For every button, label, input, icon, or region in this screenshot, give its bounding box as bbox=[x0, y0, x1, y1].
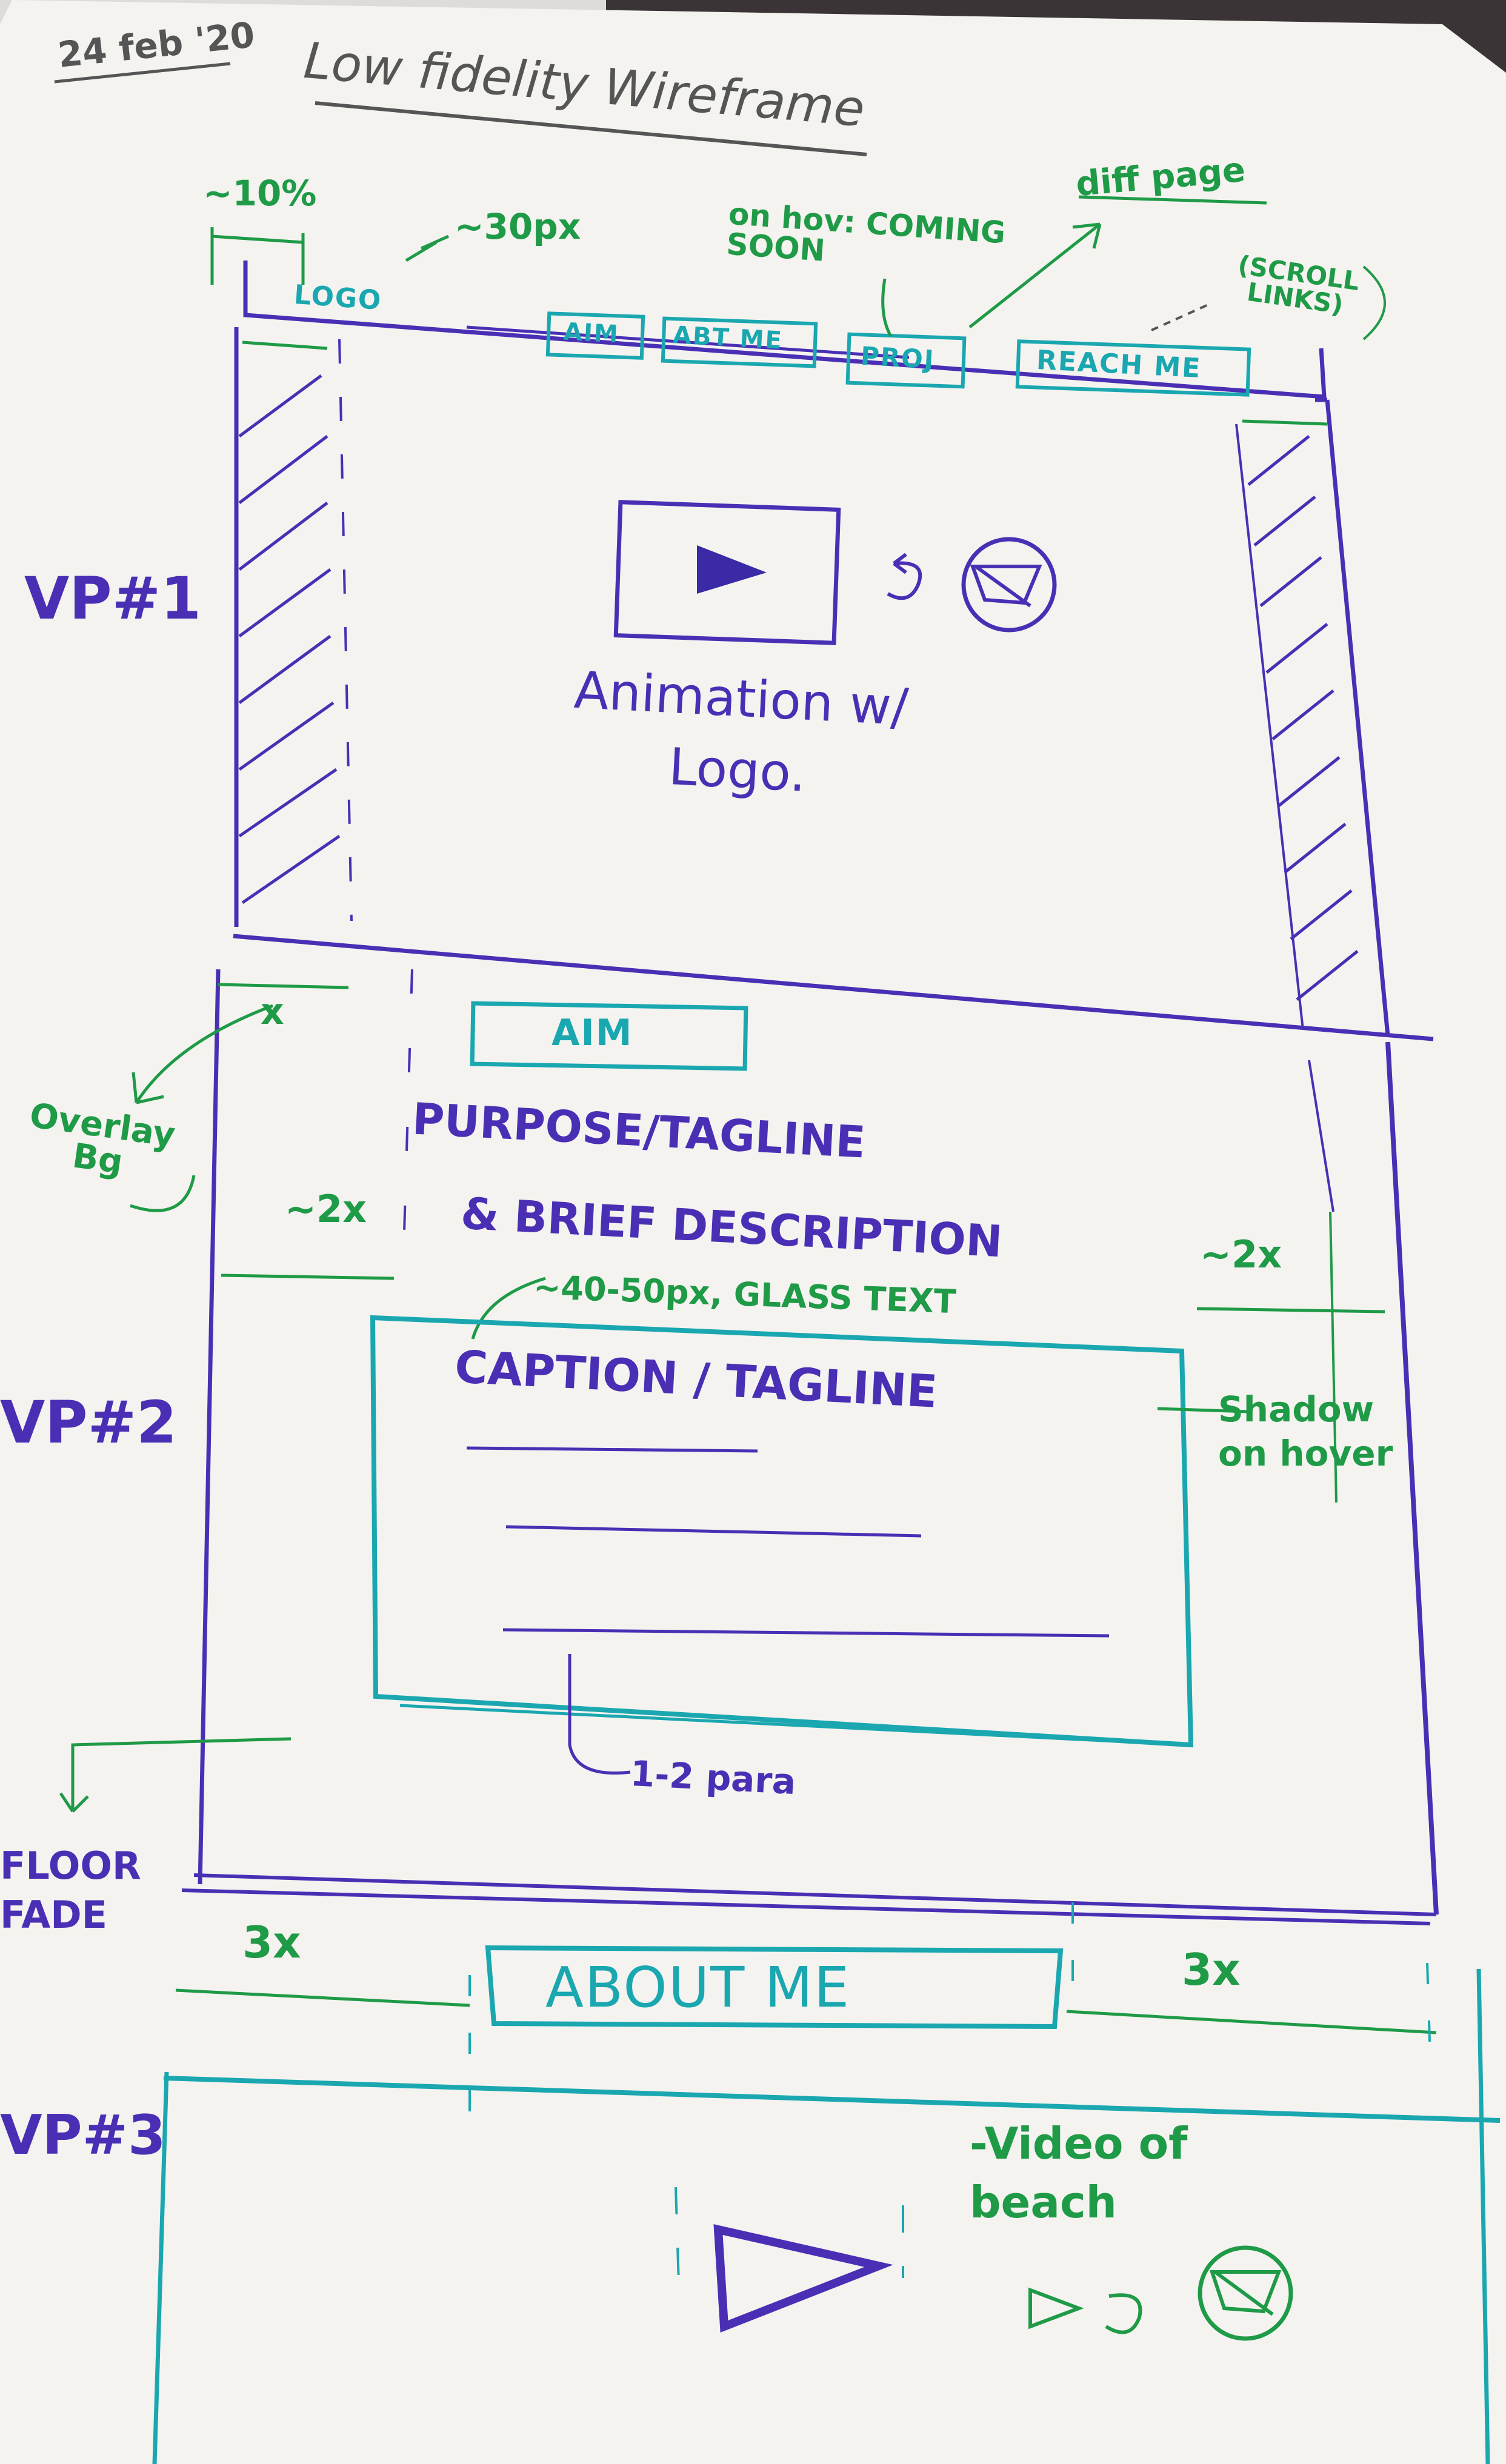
vp1-left-margin-dimension bbox=[242, 340, 328, 350]
vp3-guides bbox=[468, 1902, 1431, 2145]
para-label: 1-2 para bbox=[629, 1752, 797, 1803]
vp1-right-margin-dimension bbox=[1242, 419, 1328, 426]
scroll-links-pointer bbox=[1151, 302, 1213, 331]
vp1-vp2-separator bbox=[233, 934, 1434, 1041]
video-beach-label: -Video of beach bbox=[970, 2118, 1188, 2228]
diff-page-arrow bbox=[968, 222, 1102, 328]
nav-height-pointer bbox=[405, 234, 450, 262]
two-x-right-arrow bbox=[1196, 1307, 1385, 1313]
vp3-mute-icon-glyph bbox=[1209, 2270, 1282, 2316]
vp2-frame-right bbox=[1385, 1041, 1439, 1915]
para-pointer bbox=[568, 1654, 631, 1775]
logo-width-dimension bbox=[210, 227, 305, 285]
vp3-top-line bbox=[163, 2076, 1501, 2123]
vp2-aim-box bbox=[470, 1001, 748, 1071]
diff-page-underline bbox=[1078, 195, 1267, 205]
scroll-links-bracket bbox=[1362, 265, 1386, 340]
vp1-label: VP#1 bbox=[24, 565, 201, 633]
vp3-about-me: ABOUT ME bbox=[545, 1955, 851, 2020]
vp1-video-box bbox=[613, 500, 841, 645]
shadow-hover-guide bbox=[1329, 1211, 1338, 1503]
vp1-replay-icon bbox=[887, 553, 922, 600]
vp1-mute-icon-glyph bbox=[970, 565, 1042, 608]
nav-logo: LOGO bbox=[293, 279, 384, 317]
vp2-right-guide bbox=[1308, 1060, 1334, 1212]
nav-bar-top-line bbox=[466, 325, 910, 359]
two-x-left-arrow bbox=[221, 1274, 395, 1280]
x-label: x bbox=[261, 991, 284, 1033]
vp3-replay-icon bbox=[1105, 2293, 1142, 2334]
vp2-vp3-separator bbox=[181, 1873, 1437, 1925]
overlay-bg-bracket bbox=[130, 1175, 196, 1212]
vp1-left-guide bbox=[338, 339, 353, 922]
three-x-right-arrow bbox=[1066, 2010, 1437, 2034]
vp3-frame-left bbox=[152, 2071, 169, 2464]
three-x-left-label: 3x bbox=[242, 1917, 301, 1968]
vp2-caption-card-shadow bbox=[399, 1704, 1188, 1747]
vp2-left-guide bbox=[402, 969, 413, 1273]
vp2-text-line-3 bbox=[502, 1628, 1110, 1638]
logo-width-label: ~10% bbox=[203, 173, 317, 214]
shadow-hover-arrow bbox=[1157, 1407, 1249, 1413]
vp3-label: VP#3 bbox=[0, 2104, 166, 2167]
coming-soon-arrow bbox=[881, 278, 893, 337]
three-x-right-label: 3x bbox=[1182, 1944, 1241, 1995]
vp1-right-guide bbox=[1235, 423, 1304, 1031]
nav-item-aim[interactable]: AIM bbox=[562, 317, 620, 349]
vp1-play-icon bbox=[697, 545, 767, 594]
nav-height-label: ~30px bbox=[455, 206, 581, 247]
nav-abtme-box bbox=[661, 316, 818, 368]
vp3-frame-right bbox=[1476, 1968, 1490, 2464]
vp2-text-line-2 bbox=[505, 1525, 922, 1538]
vp2-x-dimension bbox=[218, 983, 349, 989]
two-x-left-label: ~2x bbox=[285, 1187, 367, 1231]
three-x-left-arrow bbox=[175, 1988, 470, 2007]
nav-reachme-box bbox=[1015, 339, 1251, 397]
nav-bar-outline bbox=[243, 261, 1327, 399]
vp1-right-hatching bbox=[1247, 435, 1359, 1001]
nav-aim-box bbox=[545, 311, 645, 360]
glass-text-pointer bbox=[471, 1277, 546, 1340]
title-underline bbox=[315, 101, 867, 156]
vp3-inner-guides bbox=[675, 2187, 904, 2285]
floor-fade-label: FLOOR FADE bbox=[0, 1844, 141, 1937]
floor-fade-pointer bbox=[59, 1737, 292, 1813]
vp1-left-hatching bbox=[238, 374, 341, 905]
vp1-frame bbox=[234, 327, 1390, 1037]
vp3-mute-icon bbox=[1198, 2245, 1293, 2341]
vp1-mute-icon bbox=[961, 537, 1057, 633]
vp2-text-line-1 bbox=[466, 1446, 758, 1453]
nav-item-abt-me[interactable]: ABT ME bbox=[671, 321, 784, 355]
nav-item-proj[interactable]: PROJ bbox=[859, 340, 936, 375]
vp2-aim-label: AIM bbox=[551, 1012, 633, 1054]
vp1-animation-caption: Animation w/ Logo. bbox=[572, 660, 910, 803]
vp2-label: VP#2 bbox=[0, 1389, 177, 1456]
vp2-frame-left bbox=[198, 969, 221, 1885]
vp3-small-play-icon bbox=[1028, 2287, 1084, 2330]
vp3-about-box bbox=[485, 1945, 1064, 2030]
two-x-right-label: ~2x bbox=[1200, 1232, 1282, 1277]
vp3-play-icon bbox=[713, 2224, 893, 2333]
vp2-caption-card bbox=[370, 1315, 1194, 1748]
overlay-bg-arrow bbox=[132, 1004, 273, 1104]
nav-proj-box bbox=[845, 332, 967, 389]
date-underline bbox=[54, 62, 231, 84]
shadow-hover-label: Shadow on hover bbox=[1218, 1389, 1393, 1474]
